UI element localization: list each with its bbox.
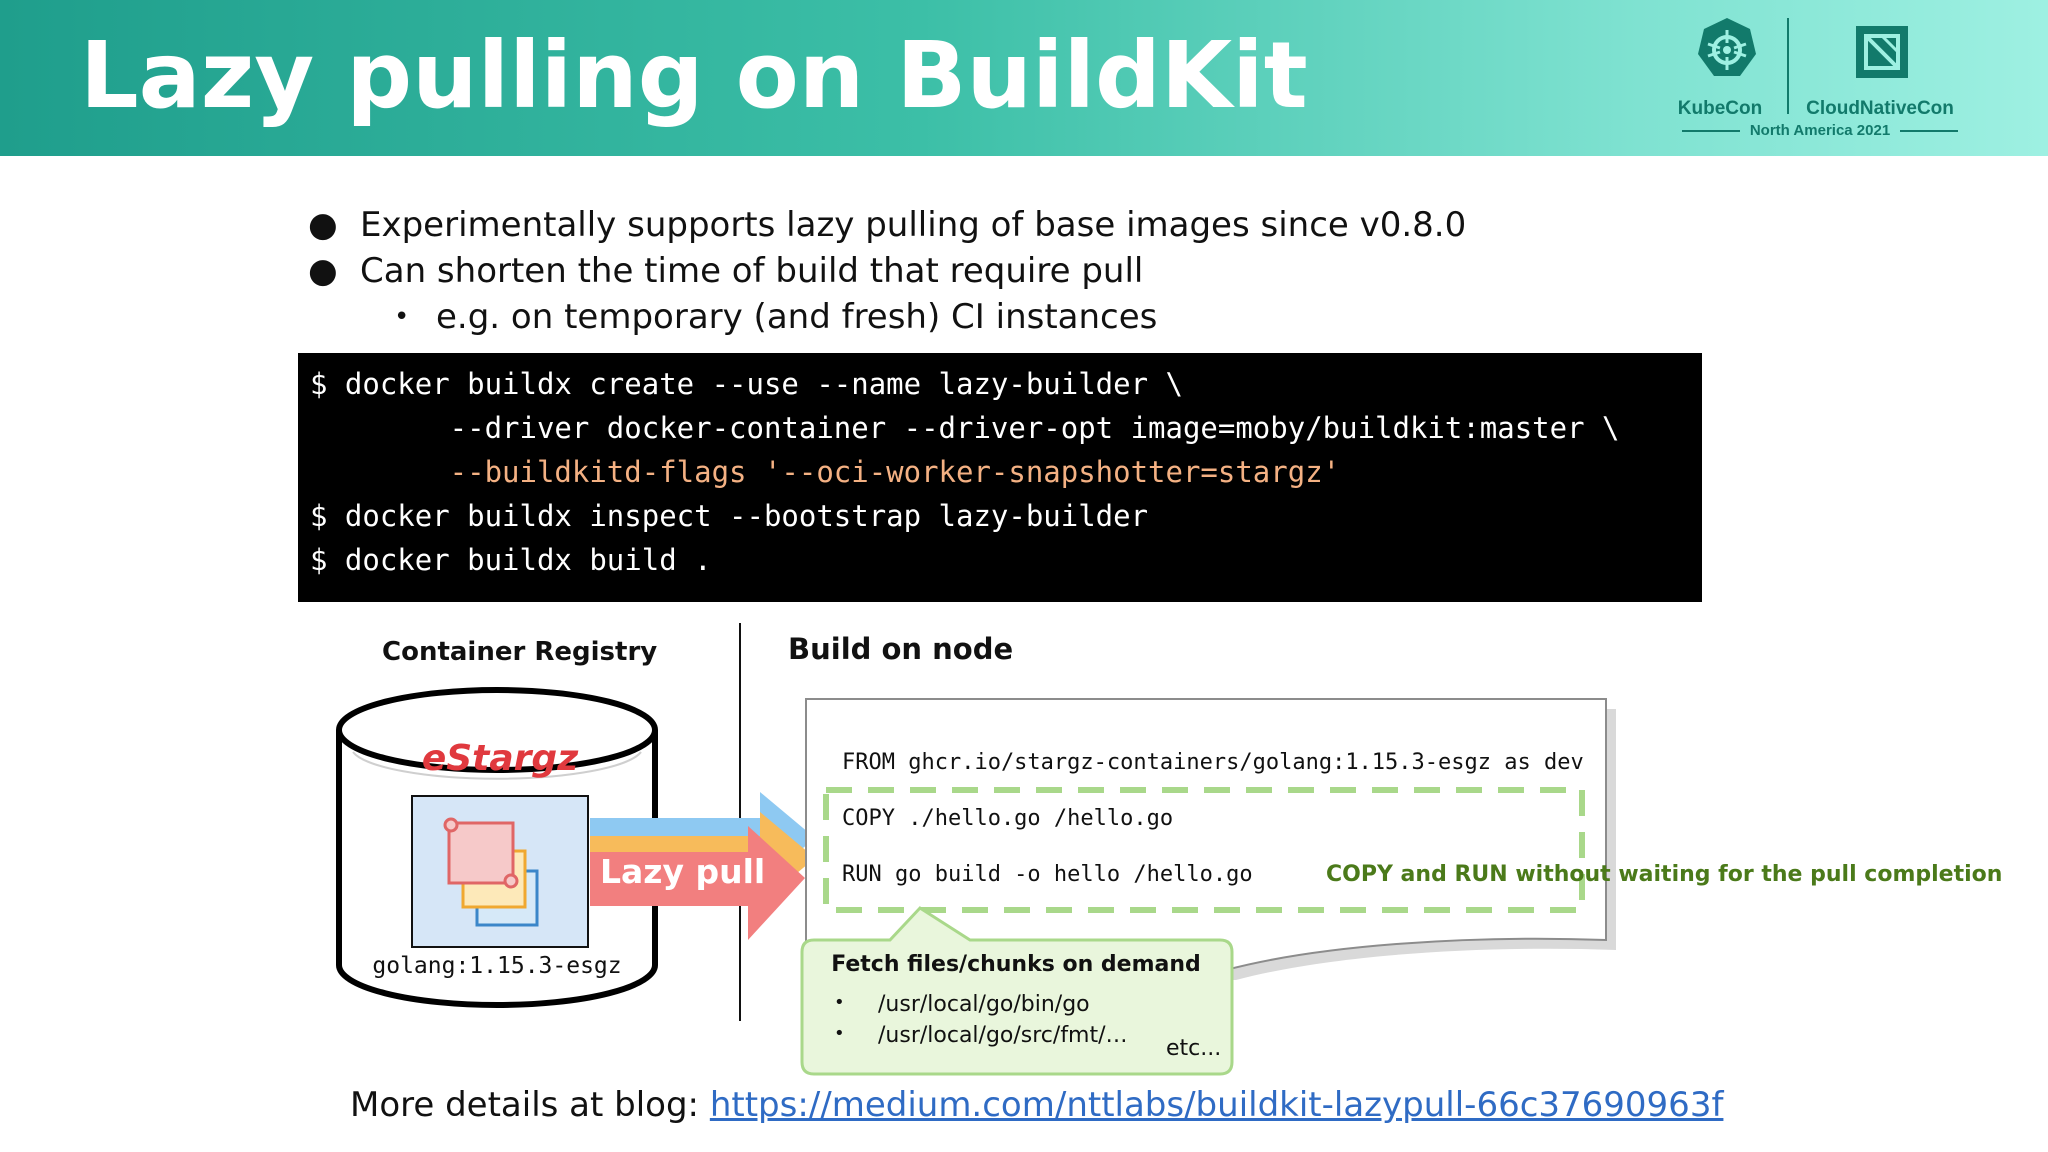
- registry-label: Container Registry: [382, 637, 658, 667]
- footer: More details at blog: https://medium.com…: [350, 1085, 1723, 1125]
- code-line: $ docker buildx create --use --name lazy…: [310, 367, 1183, 401]
- bullet-text: Can shorten the time of build that requi…: [360, 251, 1144, 291]
- footer-prefix: More details at blog:: [350, 1085, 710, 1125]
- code-line: $ docker buildx inspect --bootstrap lazy…: [310, 499, 1149, 533]
- slide-title: Lazy pulling on BuildKit: [80, 22, 1308, 129]
- fetch-etc: etc...: [1166, 1036, 1222, 1061]
- kubernetes-icon: [1698, 18, 1756, 76]
- fetch-callout: [800, 906, 1234, 1076]
- bullet-marker: •: [834, 1023, 845, 1044]
- fetch-path: /usr/local/go/src/fmt/…: [878, 1023, 1128, 1048]
- bullet-text: Experimentally supports lazy pulling of …: [360, 205, 1467, 245]
- code-line: --driver docker-container --driver-opt i…: [310, 411, 1620, 445]
- kubecon-logo: KubeCon CloudNativeCon North America 202…: [1670, 14, 1970, 144]
- logo-divider: [1787, 18, 1789, 114]
- code-line-highlight: --buildkitd-flags '--oci-worker-snapshot…: [310, 455, 1341, 489]
- bullet-marker: •: [834, 992, 845, 1013]
- image-tag: golang:1.15.3-esgz: [372, 953, 622, 979]
- kubecon-text: KubeCon: [1677, 98, 1763, 119]
- bullet-text: e.g. on temporary (and fresh) CI instanc…: [436, 297, 1158, 337]
- bullet-marker: •: [394, 302, 410, 332]
- bullet-marker: ●: [308, 251, 338, 291]
- cloudnativecon-text: CloudNativeCon: [1806, 98, 1954, 119]
- title-banner: Lazy pulling on BuildKit KubeCon CloudNa…: [0, 0, 2048, 156]
- code-line: $ docker buildx build .: [310, 543, 712, 577]
- event-name: North America 2021: [1670, 122, 1970, 139]
- fetch-title: Fetch files/chunks on demand: [831, 952, 1201, 977]
- dockerfile-from-line: FROM ghcr.io/stargz-containers/golang:1.…: [842, 750, 1584, 775]
- fetch-path: /usr/local/go/bin/go: [878, 992, 1090, 1017]
- cloudnativecon-icon: [1856, 26, 1908, 78]
- dockerfile-copy-line: COPY ./hello.go /hello.go: [842, 806, 1174, 831]
- build-label: Build on node: [788, 632, 1014, 666]
- blog-link[interactable]: https://medium.com/nttlabs/buildkit-lazy…: [709, 1085, 1724, 1125]
- dockerfile-document: [805, 698, 1616, 980]
- code-block: $ docker buildx create --use --name lazy…: [298, 353, 1702, 602]
- lazy-pull-label: Lazy pull: [600, 852, 766, 891]
- estargz-label: eStargz: [421, 738, 579, 779]
- container-image: [411, 795, 589, 948]
- file-layers-icon: [443, 817, 539, 927]
- bullet-marker: ●: [308, 205, 338, 245]
- copy-run-note: COPY and RUN without waiting for the pul…: [1326, 862, 2003, 887]
- dockerfile-run-line: RUN go build -o hello /hello.go: [842, 862, 1253, 887]
- lazy-pull-arrow: [590, 792, 815, 940]
